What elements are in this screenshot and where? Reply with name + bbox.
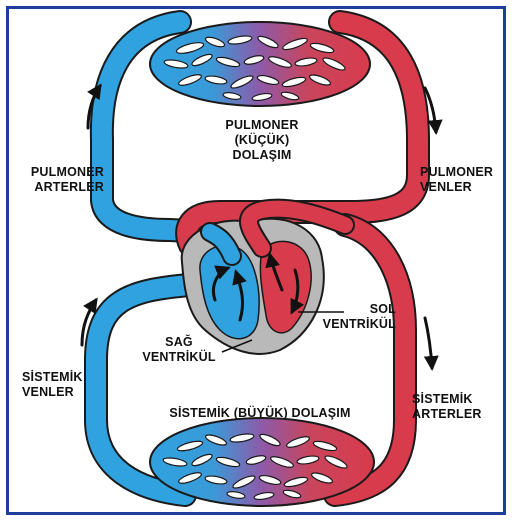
pulmonary-veins-arrow — [423, 86, 443, 135]
pulmonary-arteries-arrow — [86, 83, 102, 130]
pulmonary-artery-vessel — [89, 10, 222, 244]
systemic-vein-vessel — [84, 273, 202, 507]
left-ventricle-label: SOL VENTRİKÜL — [322, 302, 396, 331]
systemic-veins-arrow — [80, 297, 98, 347]
pulmonary-vein-vessel — [175, 10, 430, 257]
systemic-arteries-arrow — [423, 316, 439, 371]
systemic-circulation-label: SİSTEMİK (BÜYÜK) DOLAŞIM — [169, 406, 351, 420]
right-ventricle-label: SAĞ VENTRİKÜL — [142, 335, 216, 364]
systemic-artery-vessel — [323, 213, 417, 507]
pulmonary-capillary-bed — [149, 21, 371, 107]
pulmonary-arteries-label: PULMONER ARTERLER — [30, 165, 104, 194]
systemic-capillary-bed — [149, 417, 375, 507]
heart — [180, 198, 355, 355]
systemic-veins-label: SİSTEMİK VENLER — [22, 370, 83, 399]
pulmonary-veins-label: PULMONER VENLER — [420, 165, 494, 194]
pulmonary-circulation-label: PULMONER (KÜÇÜK) DOLAŞIM — [225, 118, 299, 162]
right-ventricle-pointer — [221, 339, 253, 353]
systemic-arteries-label: SİSTEMİK ARTERLER — [412, 392, 482, 421]
